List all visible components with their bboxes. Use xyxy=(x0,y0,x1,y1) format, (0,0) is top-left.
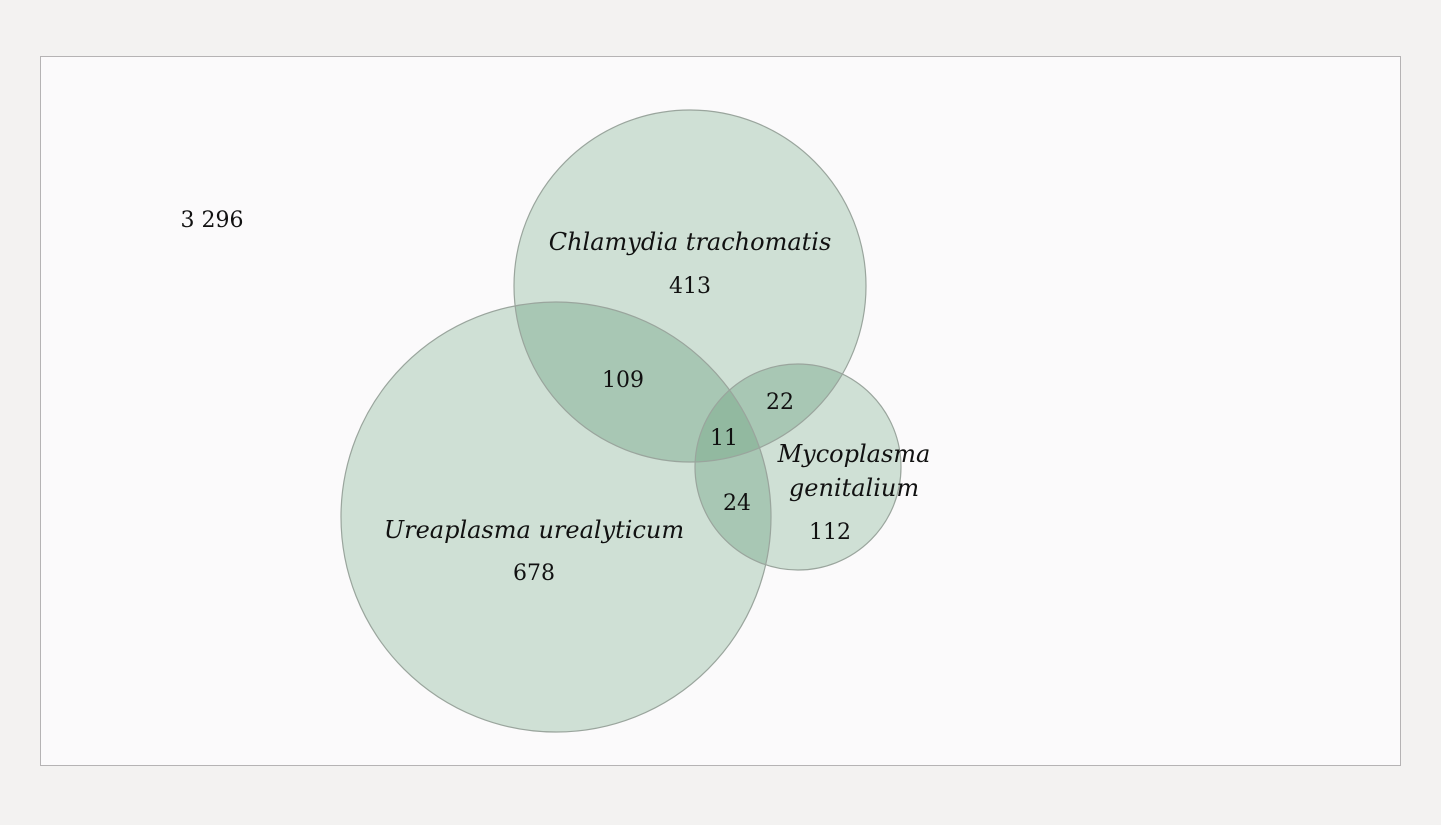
ureaplasma-mycoplasma-count: 24 xyxy=(723,491,751,516)
overlap-chlamydia-ureaplasma xyxy=(514,302,771,462)
chlamydia-label: Chlamydia trachomatis xyxy=(549,228,832,256)
chlamydia-mycoplasma-count: 22 xyxy=(766,390,794,415)
ureaplasma-only-count: 678 xyxy=(513,561,555,586)
outline-mycoplasma xyxy=(694,363,902,571)
ureaplasma-label: Ureaplasma urealyticum xyxy=(384,516,684,544)
all-three-count: 11 xyxy=(710,426,738,451)
mycoplasma-only-count: 112 xyxy=(809,520,851,545)
chlamydia-ureaplasma-count: 109 xyxy=(602,368,644,393)
mycoplasma-label-line1: Mycoplasma xyxy=(777,440,931,468)
mycoplasma-label-line2: genitalium xyxy=(789,474,919,502)
outline-chlamydia xyxy=(513,109,867,463)
outside-count: 3 296 xyxy=(181,208,244,233)
chlamydia-only-count: 413 xyxy=(669,274,711,299)
outline-ureaplasma xyxy=(340,301,772,733)
